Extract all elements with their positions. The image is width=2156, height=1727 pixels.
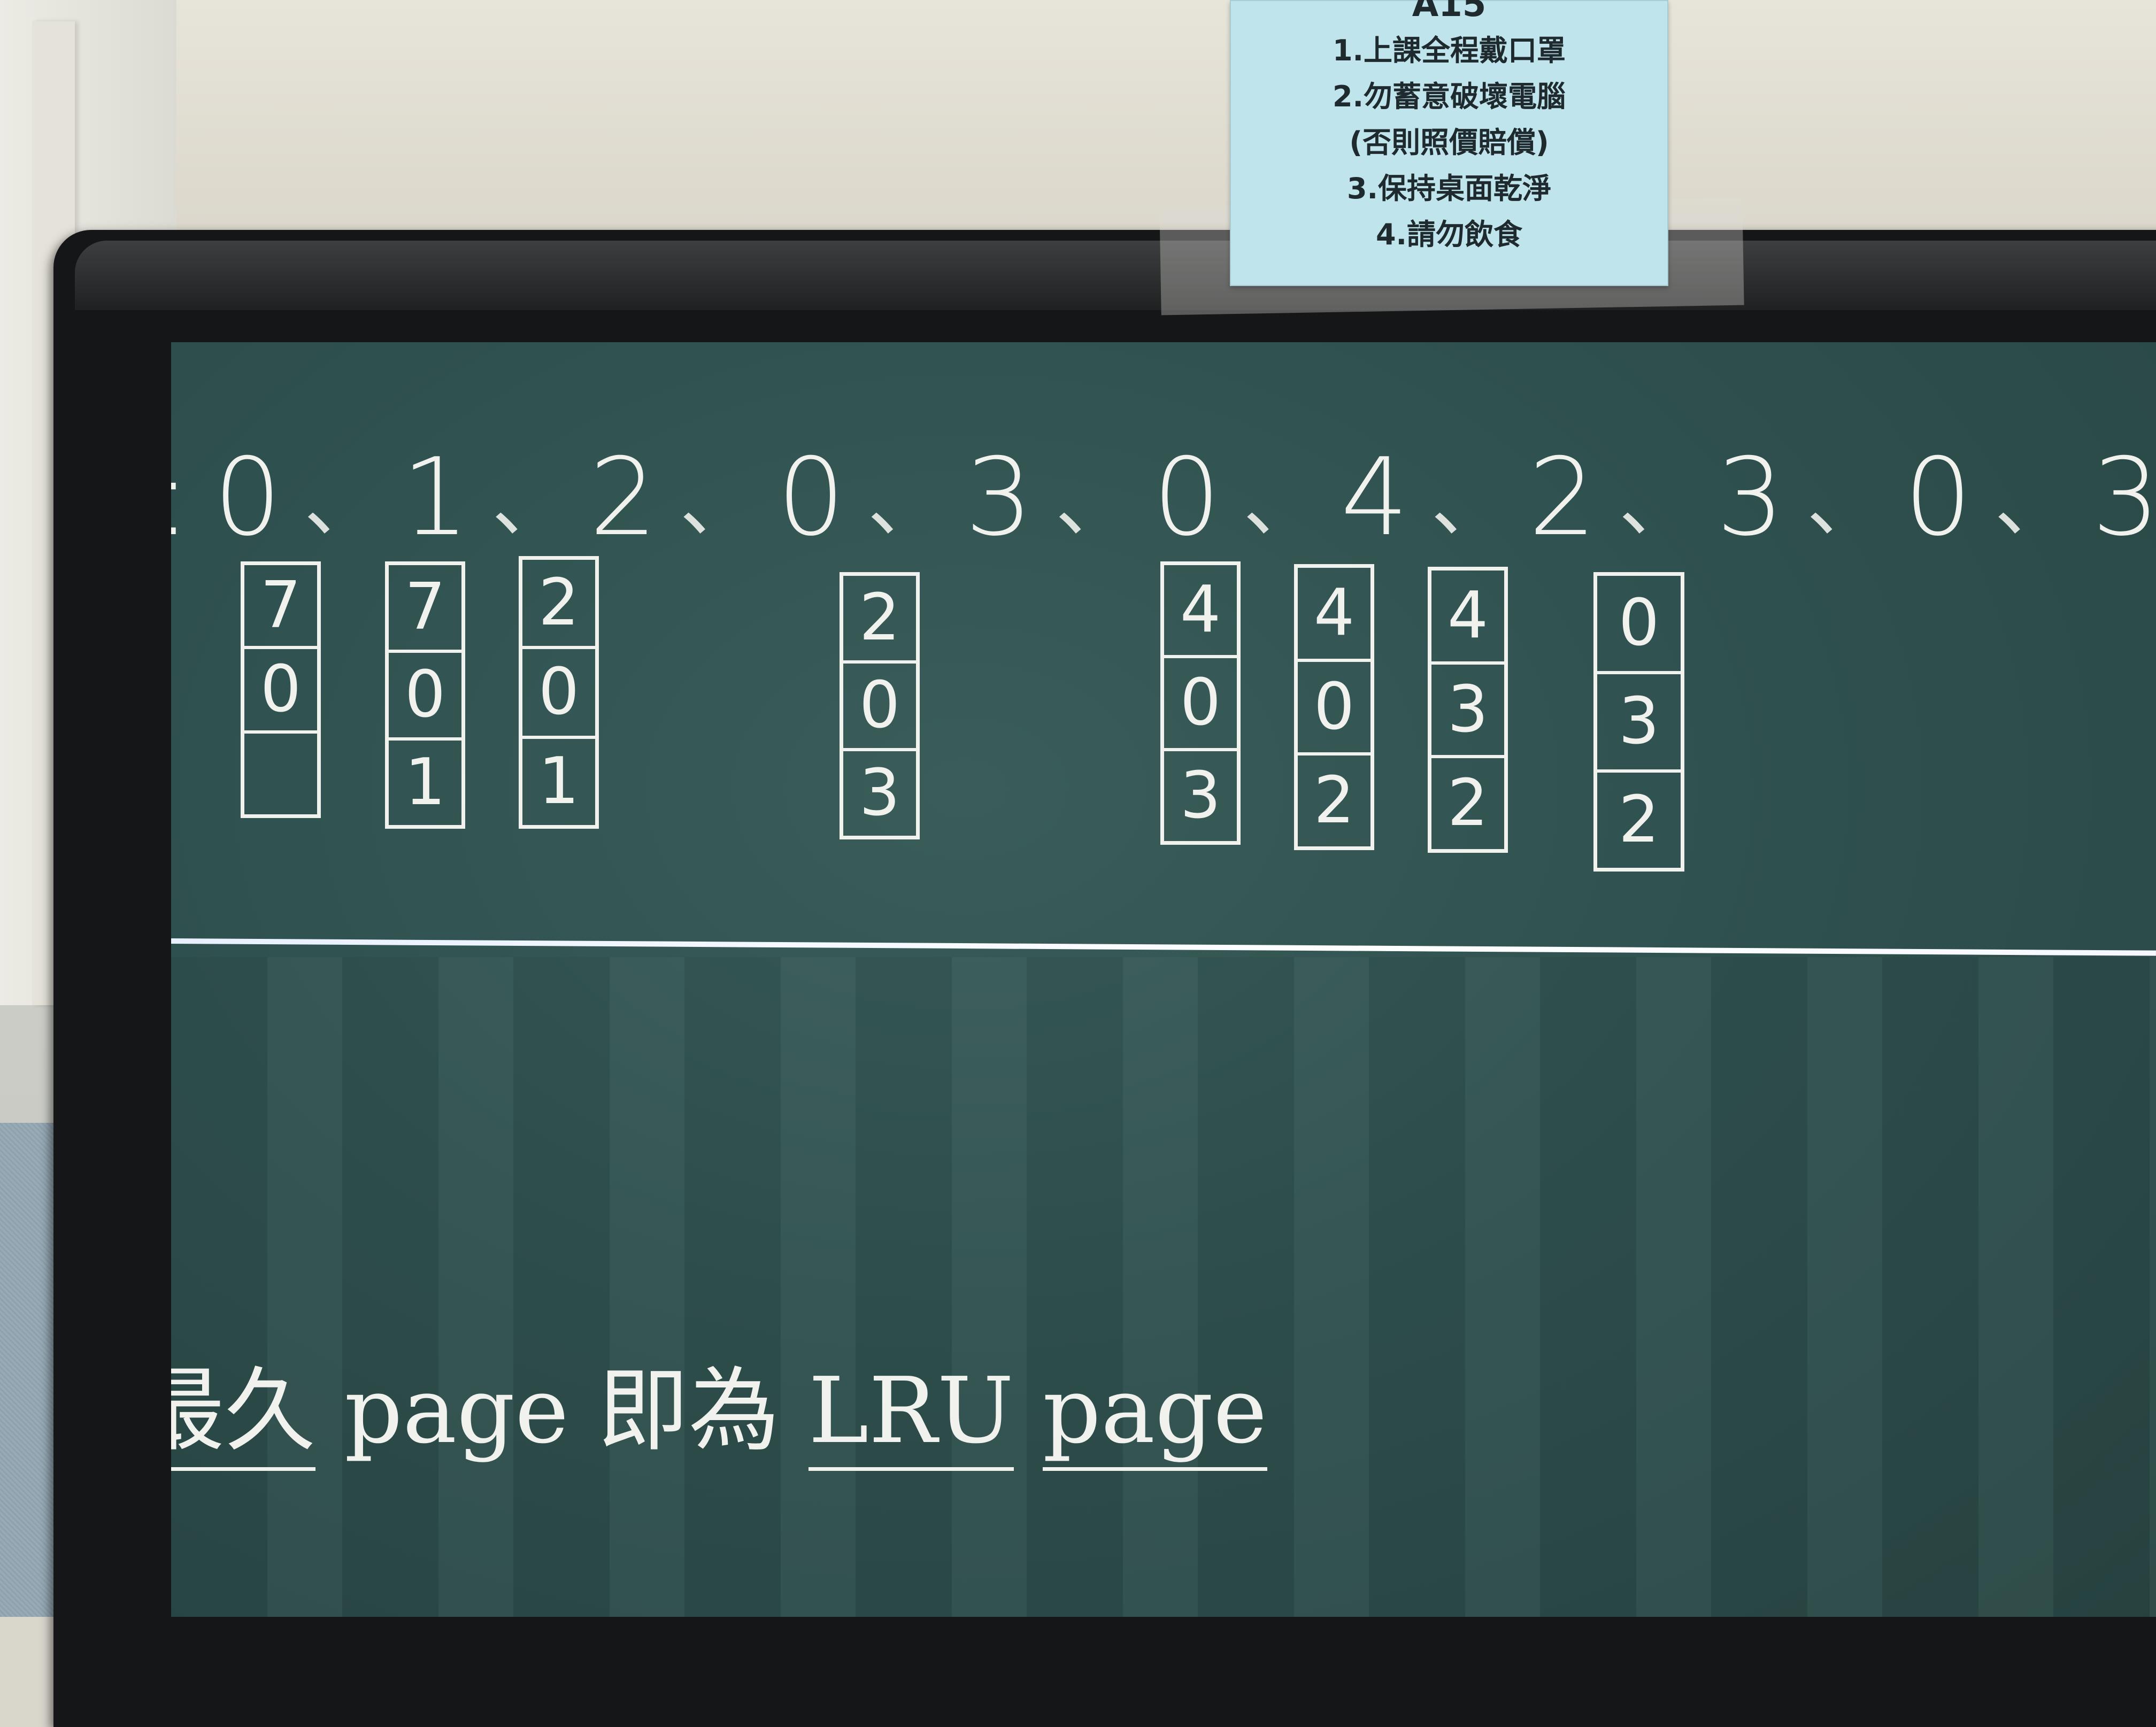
page-frame: 2 0 1: [519, 556, 599, 829]
frame-cell: 7: [260, 568, 302, 643]
ref-item: 0: [1152, 435, 1223, 560]
frame-cell: 2: [1597, 769, 1681, 868]
divider-line: [171, 938, 2156, 956]
frame-cell: 4: [1180, 573, 1221, 647]
reference-string: : 0、 1、 2、 0、 3、 0、 4、 2、 3、 0、 3、 2、 1: [171, 428, 2156, 567]
page-frame: 4 0 3: [1160, 561, 1241, 845]
rules-sign: A15 1.上課全程戴口罩 2.勿蓄意破壞電腦 (否則照價賠償) 3.保持桌面乾…: [1230, 0, 1668, 286]
ref-separator: 、: [1619, 460, 1696, 548]
ref-separator: 、: [1995, 460, 2072, 548]
frame-cell: 1: [389, 737, 461, 825]
frame-cell: 3: [1597, 671, 1681, 769]
ref-item: 3: [965, 435, 1035, 560]
ref-item: 3: [2092, 435, 2156, 560]
frame-cell: 0: [244, 646, 317, 730]
ref-item: 1: [401, 435, 472, 560]
frame-cell: 2: [538, 565, 580, 640]
frame-cell: 0: [843, 660, 916, 748]
page-frame: 7 0: [241, 561, 321, 818]
page-frame: 4 0 2: [1294, 564, 1374, 850]
frame-cell: 3: [1431, 661, 1504, 755]
screen-glare: [171, 957, 2156, 1617]
ref-item: 0: [777, 435, 848, 560]
page-frame: 0 3 2: [1593, 572, 1684, 872]
frame-cell: 3: [843, 748, 916, 836]
ref-item: :: [171, 435, 193, 560]
monitor-screen: : 0、 1、 2、 0、 3、 0、 4、 2、 3、 0、 3、 2、 1 …: [171, 342, 2156, 1617]
note-text-page: page: [1042, 1358, 1267, 1471]
ref-separator: 、: [867, 460, 945, 548]
ref-separator: 、: [1055, 460, 1133, 548]
note-text: page 即為: [344, 1358, 780, 1464]
frame-cell: 4: [1447, 578, 1489, 653]
ref-item: 3: [1716, 435, 1787, 560]
sign-rule: 3.保持桌面乾淨: [1346, 172, 1552, 205]
ref-separator: 、: [680, 460, 757, 548]
ref-item: 0: [213, 435, 284, 560]
ref-separator: 、: [304, 460, 381, 548]
frame-cell: 3: [1164, 748, 1237, 841]
frame-cell: 1: [522, 735, 595, 825]
ref-item: 2: [1528, 435, 1599, 560]
frame-cell: 0: [389, 650, 461, 737]
frame-cell: 0: [522, 646, 595, 735]
frame-cell: 0: [1164, 655, 1237, 748]
ref-item: 2: [589, 435, 660, 560]
ref-separator: 、: [1806, 460, 1884, 548]
frame-cell: 7: [404, 570, 446, 644]
ref-item: 0: [1904, 435, 1975, 560]
frame-cell: 2: [1431, 755, 1504, 849]
sign-rule: (否則照價賠償): [1349, 126, 1549, 159]
ref-separator: 、: [1431, 460, 1508, 548]
frame-cell: 0: [1298, 658, 1370, 753]
ref-item: 4: [1340, 435, 1411, 560]
ref-separator: 、: [1243, 460, 1320, 548]
sign-rule: 2.勿蓄意破壞電腦: [1332, 80, 1566, 113]
sign-rule: 4.請勿飲食: [1375, 218, 1523, 251]
note-underlined-term: 最久: [171, 1358, 316, 1471]
frame-cell: 2: [859, 581, 900, 655]
monitor-bezel: [75, 241, 2156, 310]
page-frame: 7 0 1: [385, 561, 465, 829]
page-frame: 4 3 2: [1428, 567, 1508, 853]
lru-note: 最久 page 即為 LRU page: [171, 1337, 2119, 1497]
page-frame: 2 0 3: [840, 572, 920, 839]
sign-rule: 1.上課全程戴口罩: [1332, 34, 1566, 67]
ref-separator: 、: [491, 460, 569, 548]
frame-cell: 2: [1298, 752, 1370, 846]
frame-cell: 4: [1313, 575, 1355, 650]
note-lru-term: LRU: [808, 1358, 1014, 1471]
frame-cell: [244, 730, 317, 814]
frame-cell: 0: [1618, 586, 1660, 660]
sign-title: A15: [1412, 0, 1487, 25]
